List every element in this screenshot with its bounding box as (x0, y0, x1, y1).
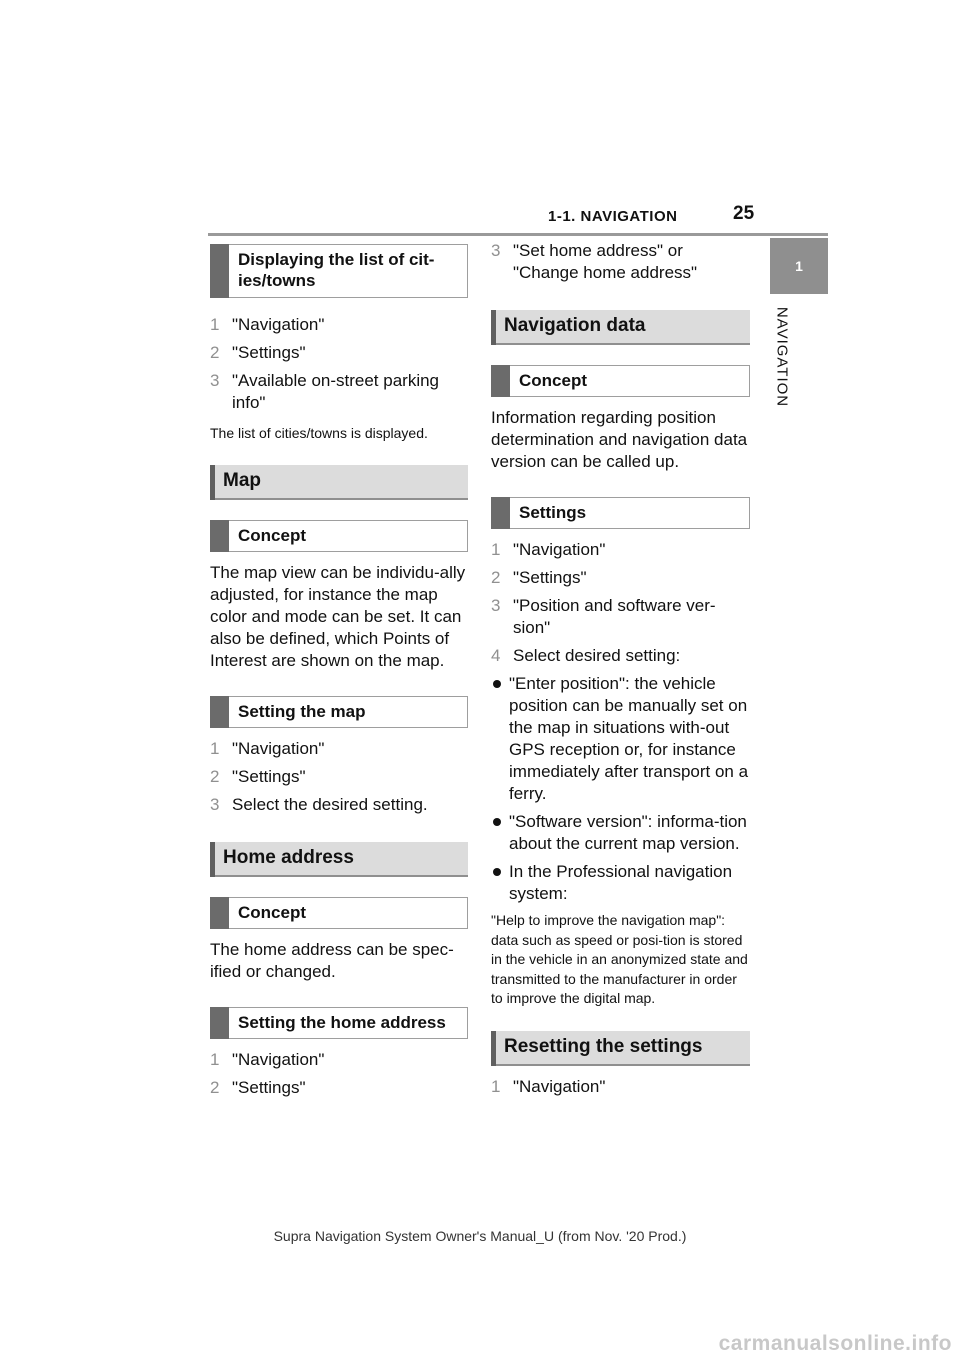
step-text: "Settings" (513, 568, 587, 587)
bullet-text: "Software version": informa-tion about t… (509, 812, 747, 853)
section-title: 1-1. NAVIGATION (548, 208, 678, 225)
step-text: "Navigation" (232, 315, 325, 334)
step-number: 2 (210, 766, 220, 786)
bullet-item: "Enter position": the vehicle position c… (491, 673, 750, 805)
step-number: 3 (491, 241, 501, 260)
step-number: 2 (210, 1077, 220, 1097)
map-concept-text: The map view can be individu-ally adjust… (210, 562, 466, 670)
header-divider (208, 233, 828, 236)
professional-note: "Help to improve the navigation map": da… (491, 912, 748, 1006)
bullet-icon (493, 868, 501, 876)
list-item: 3 "Position and software ver-sion" (491, 595, 750, 639)
step-text: "Navigation" (232, 738, 325, 758)
list-item: 2 "Settings" (210, 766, 468, 788)
navdata-heading: Navigation data (491, 310, 750, 345)
list-item: 1 "Navigation" (491, 1076, 750, 1098)
step-text: "Position and software ver-sion" (513, 596, 716, 637)
list-item: 1 "Navigation" (210, 1049, 468, 1071)
chapter-side-label-text: NAVIGATION (773, 306, 791, 408)
list-item: 1 "Navigation" (210, 314, 468, 336)
step-text: "Navigation" (513, 1076, 606, 1096)
step-text: "Navigation" (513, 540, 606, 559)
bullet-icon (493, 680, 501, 688)
step-number: 3 (210, 794, 220, 814)
home-concept-text: The home address can be spec-ified or ch… (210, 939, 454, 981)
bullet-text: "Enter position": the vehicle position c… (509, 674, 749, 803)
list-item: 1 "Navigation" (491, 539, 750, 561)
list-item: 3 "Set home address" or "Change home addr… (491, 240, 750, 284)
step-text: "Settings" (232, 343, 306, 362)
bullet-item: "Software version": informa-tion about t… (491, 811, 750, 855)
step-number: 3 (491, 596, 501, 615)
setting-map-heading: Setting the map (210, 695, 468, 728)
watermark: carmanualsonline.info (718, 1332, 952, 1355)
navdata-settings-heading: Settings (491, 497, 750, 529)
bullet-icon (493, 818, 501, 826)
map-concept-heading: Concept (210, 519, 468, 552)
list-item: 4 Select desired setting: (491, 645, 750, 667)
step-number: 1 (491, 1076, 501, 1096)
list-item: 3 Select the desired setting. (210, 794, 468, 816)
home-concept-heading: Concept (210, 896, 468, 929)
left-column: Displaying the list of cit-ies/towns 1 "N… (210, 244, 468, 1105)
chapter-side-label: NAVIGATION (752, 302, 812, 412)
step-number: 1 (491, 540, 501, 559)
list-item: 1 "Navigation" (210, 738, 468, 760)
page-number: 25 (733, 203, 755, 224)
step-number: 1 (210, 1049, 220, 1069)
step-text: "Settings" (232, 766, 306, 786)
bullet-text: In the Professional navigation system: (509, 862, 733, 903)
step-text: "Navigation" (232, 1049, 325, 1069)
cities-heading: Displaying the list of cit-ies/towns (210, 244, 468, 298)
list-item: 2 "Settings" (491, 567, 750, 589)
list-item: 2 "Settings" (210, 342, 468, 364)
page-footer: Supra Navigation System Owner's Manual_U… (273, 1228, 687, 1244)
list-item: 2 "Settings" (210, 1077, 468, 1099)
chapter-tab[interactable]: 1 (770, 238, 828, 294)
setting-home-heading: Setting the home address (210, 1006, 468, 1039)
cities-note: The list of cities/towns is displayed. (210, 425, 428, 441)
step-text: "Available on-street parking info" (232, 371, 440, 412)
navdata-concept-text: Information regarding position determina… (491, 408, 748, 471)
step-number: 3 (210, 371, 220, 390)
step-number: 1 (210, 738, 220, 758)
step-text: Select desired setting: (513, 646, 681, 665)
step-text: "Settings" (232, 1077, 306, 1097)
right-column: 3 "Set home address" or "Change home addr… (491, 240, 750, 1104)
step-text: Select the desired setting. (232, 794, 428, 814)
bullet-item: In the Professional navigation system: (491, 861, 750, 905)
step-number: 2 (491, 568, 501, 587)
map-heading: Map (210, 464, 468, 500)
step-text: "Set home address" or "Change home addre… (513, 241, 698, 282)
home-heading: Home address (210, 841, 468, 877)
navdata-concept-heading: Concept (491, 365, 750, 397)
list-item: 3 "Available on-street parking info" (210, 370, 468, 414)
reset-heading: Resetting the settings (491, 1030, 750, 1066)
step-number: 2 (210, 343, 220, 362)
step-number: 4 (491, 646, 501, 665)
step-number: 1 (210, 315, 220, 334)
